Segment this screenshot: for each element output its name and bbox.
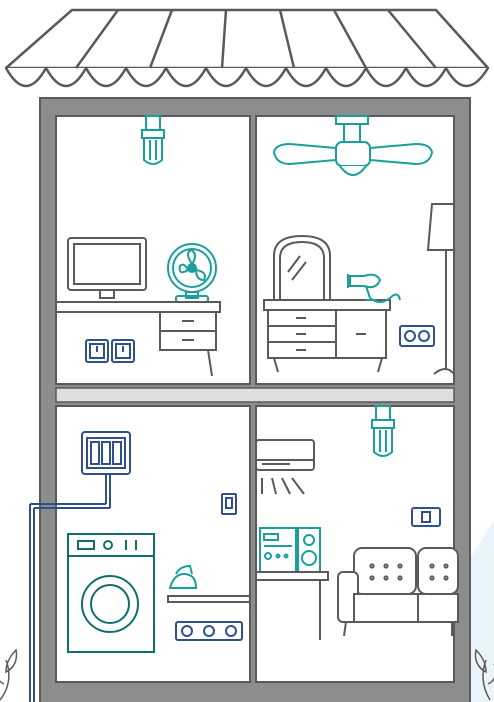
sofa-icon: [338, 548, 458, 636]
stereo-icon: [260, 528, 320, 572]
tv-icon: [68, 238, 146, 298]
washing-machine-icon: [68, 534, 154, 652]
plant-icon: [0, 650, 17, 700]
awning-icon: [6, 10, 488, 86]
ironing-board: [168, 596, 250, 602]
